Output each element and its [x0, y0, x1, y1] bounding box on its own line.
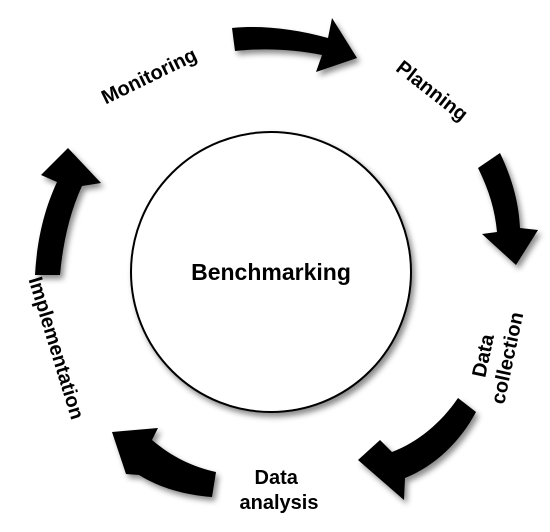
- center-circle: [130, 131, 412, 413]
- stage-label-data-collection: Data collection: [464, 305, 528, 406]
- stage-label-planning-line: Planning: [392, 57, 472, 126]
- stage-label-planning: Planning: [392, 57, 472, 126]
- arrow-monitoring-to-planning: [232, 18, 357, 72]
- stage-label-monitoring-line: Monitoring: [98, 44, 201, 109]
- stage-label-implementation: Implementation: [24, 274, 88, 422]
- stage-label-data-analysis: Data analysis: [240, 467, 319, 514]
- stage-label-data-analysis-line1: Data: [255, 467, 299, 489]
- arrow-planning-to-data-collection: [478, 153, 538, 265]
- arrow-implementation-to-monitoring: [35, 148, 101, 275]
- center-node: Benchmarking: [130, 131, 412, 413]
- stage-label-implementation-line: Implementation: [24, 274, 88, 422]
- cycle-arrows: [35, 18, 538, 500]
- stage-label-monitoring: Monitoring: [98, 44, 201, 109]
- center-label: Benchmarking: [191, 259, 351, 285]
- arrow-data-collection-to-data-analysis: [358, 398, 476, 500]
- stage-label-data-analysis-line2: analysis: [240, 492, 319, 514]
- arrow-data-analysis-to-implementation: [112, 428, 216, 497]
